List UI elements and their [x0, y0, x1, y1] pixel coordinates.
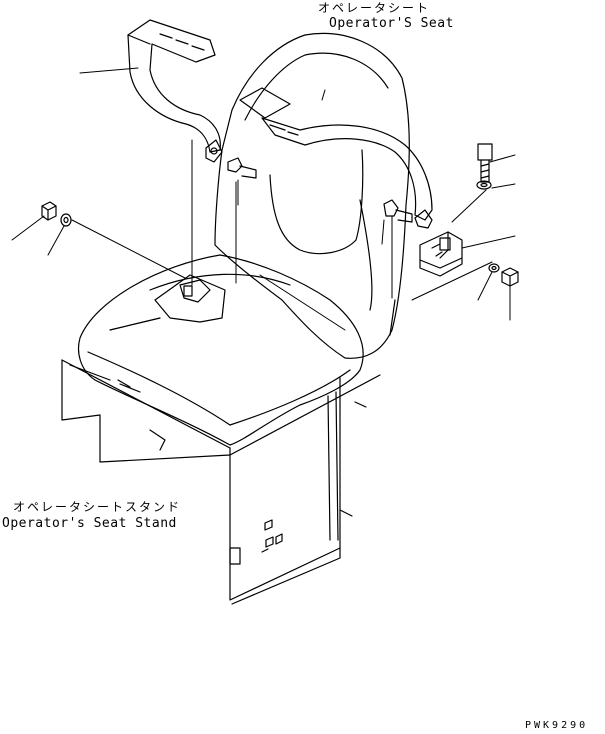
washer-lower-right — [489, 264, 499, 272]
nut-left — [42, 202, 56, 220]
seat-belt-right — [240, 88, 432, 228]
seat-cushion — [79, 255, 364, 445]
seat-stand — [62, 360, 380, 604]
assembly-reference-lines — [72, 140, 492, 330]
nut-lower-right — [502, 268, 518, 286]
operator-seat-label: Operator'S Seat — [329, 16, 454, 31]
buckle-bracket — [420, 232, 462, 276]
seat-backrest — [215, 33, 409, 358]
bolt-top-right — [478, 144, 492, 182]
operator-seat-stand-label: Operator's Seat Stand — [2, 516, 177, 531]
leader-lines — [12, 68, 515, 330]
stand-fastener-marks — [230, 520, 282, 564]
seat-belt-left — [128, 20, 222, 162]
seat-slide-bracket — [155, 275, 225, 322]
washer-left — [61, 214, 71, 226]
operator-seat-stand-label-jp: オペレータシートスタンド — [13, 500, 182, 514]
washer-top-right — [477, 181, 491, 189]
drawing-code: PWK9290 — [525, 720, 589, 731]
operator-seat-label-jp: オペレータシート — [318, 1, 431, 15]
bolt-center-right — [384, 200, 412, 222]
bolt-center-left — [228, 158, 256, 178]
